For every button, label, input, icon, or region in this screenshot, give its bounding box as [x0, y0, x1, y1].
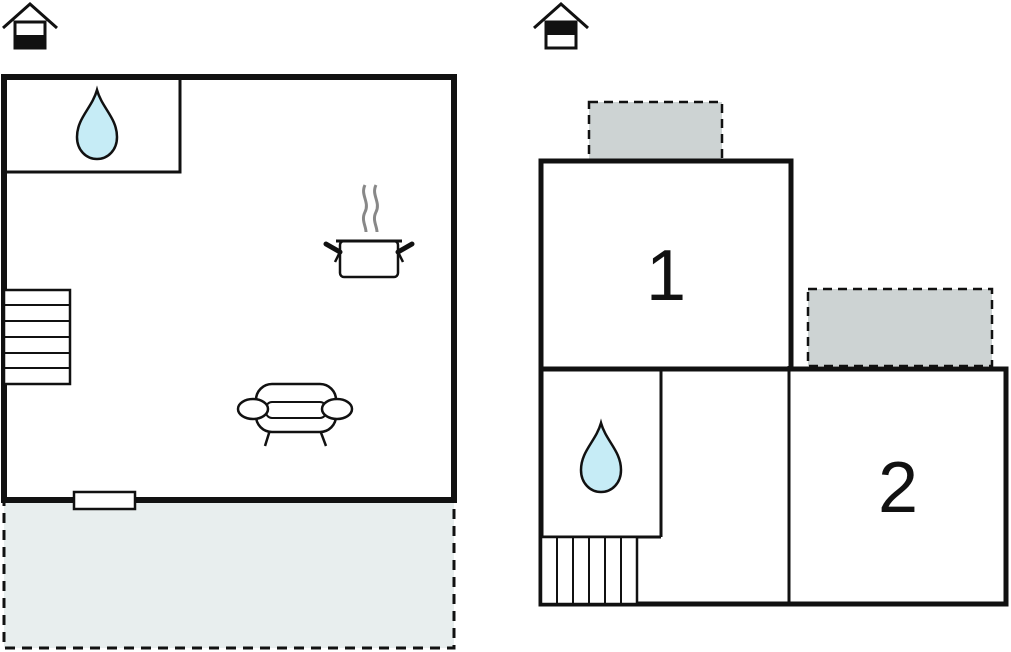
water-drop-icon — [579, 418, 623, 494]
house-upper-floor-icon — [533, 1, 589, 50]
terrace — [2, 498, 456, 650]
balcony-right — [806, 287, 994, 368]
house-ground-floor-icon — [2, 1, 58, 50]
cooking-pot-icon — [323, 184, 415, 279]
water-drop-icon — [75, 85, 119, 161]
ground-floor — [1, 1, 457, 650]
stairs-icon — [539, 535, 639, 606]
upper-floor: 1 2 — [533, 1, 1009, 607]
bathroom — [2, 75, 182, 174]
room-1-label: 1 — [646, 236, 686, 316]
door-icon — [72, 490, 137, 511]
balcony-top — [587, 100, 724, 162]
room-2-label: 2 — [878, 448, 918, 528]
ground-floor-outline — [1, 74, 457, 503]
room-1 — [538, 158, 794, 372]
armchair-icon — [236, 382, 354, 447]
stairs-icon — [2, 288, 72, 386]
